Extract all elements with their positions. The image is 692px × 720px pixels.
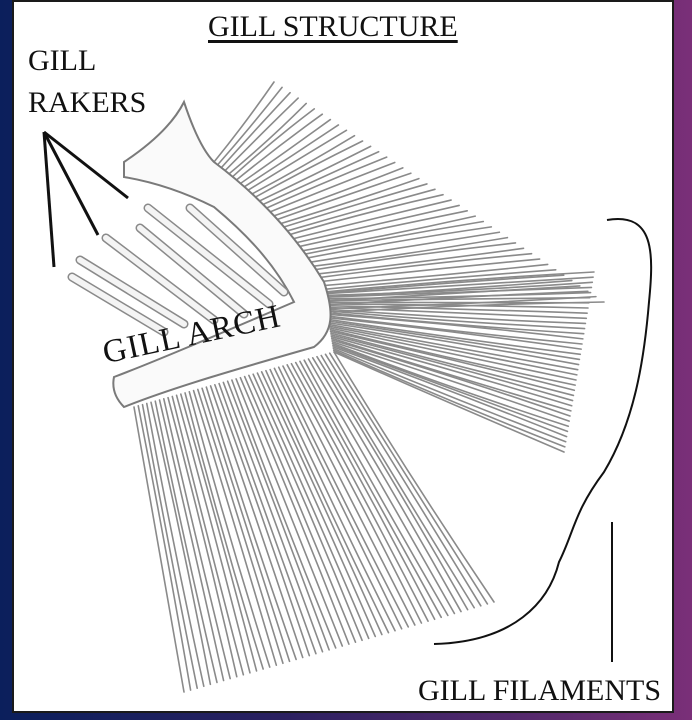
filament-strand bbox=[134, 407, 184, 692]
filament-strand bbox=[245, 377, 356, 643]
filament-strand bbox=[333, 349, 565, 442]
filament-strand bbox=[334, 352, 494, 602]
label-gill-rakers-line2: RAKERS bbox=[28, 88, 146, 118]
filament-strand bbox=[332, 340, 570, 416]
filament-strand bbox=[214, 82, 274, 162]
filament-strand bbox=[249, 375, 362, 640]
filament-strand bbox=[211, 386, 303, 658]
filament-strand bbox=[326, 302, 589, 303]
filament-strand bbox=[330, 328, 576, 380]
filament-strand bbox=[284, 211, 467, 250]
label-gill-rakers-line1: GILL bbox=[28, 46, 96, 76]
diagram-title: GILL STRUCTURE bbox=[208, 12, 458, 42]
diagram-panel: GILL STRUCTURE GILL RAKERS GILL ARCH GIL… bbox=[12, 0, 674, 713]
filament-strand bbox=[331, 335, 572, 401]
filament-strand bbox=[243, 136, 354, 199]
filament-strand bbox=[232, 114, 323, 184]
filament-strand bbox=[321, 356, 474, 608]
filament-strand bbox=[240, 378, 349, 644]
filament-strand bbox=[217, 87, 282, 165]
label-gill-filaments: GILL FILAMENTS bbox=[418, 676, 661, 706]
